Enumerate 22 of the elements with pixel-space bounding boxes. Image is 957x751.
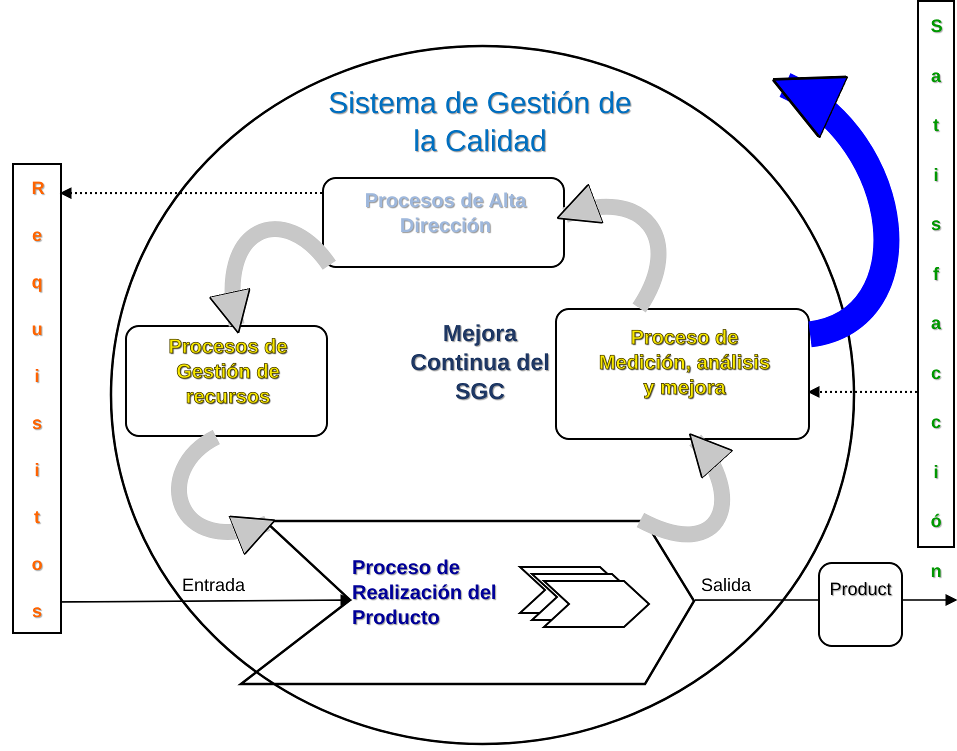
- arrow: [62, 594, 352, 606]
- vertical-label: Satisfacción: [930, 15, 950, 582]
- process-box: [322, 177, 565, 268]
- process-box: [818, 562, 903, 647]
- product-label: Product: [828, 578, 893, 600]
- vertical-box: [12, 163, 62, 634]
- center-label: Mejora Continua del SGC: [409, 319, 551, 406]
- arrow: [903, 594, 957, 606]
- curved-block-arrow: [556, 184, 666, 312]
- curved-block-arrow: [171, 430, 276, 554]
- dotted-arrow: [60, 187, 322, 200]
- dotted-arrow: [808, 386, 917, 398]
- connector-line: [695, 599, 818, 601]
- process-label: Procesos de Gestión de recursos: [168, 335, 288, 410]
- process-box: [555, 308, 810, 440]
- vertical-label: Requisitos: [30, 177, 52, 623]
- process-box: [125, 325, 328, 437]
- edge-label: Entrada: [180, 575, 248, 596]
- circle-heading: Sistema de Gestión de la Calidad: [327, 86, 633, 160]
- process-label: Proceso de Medición, análisis y mejora: [598, 326, 772, 401]
- process-label: Proceso de Realización del Producto: [352, 556, 498, 631]
- process-label: Procesos de Alta Dirección: [364, 189, 528, 239]
